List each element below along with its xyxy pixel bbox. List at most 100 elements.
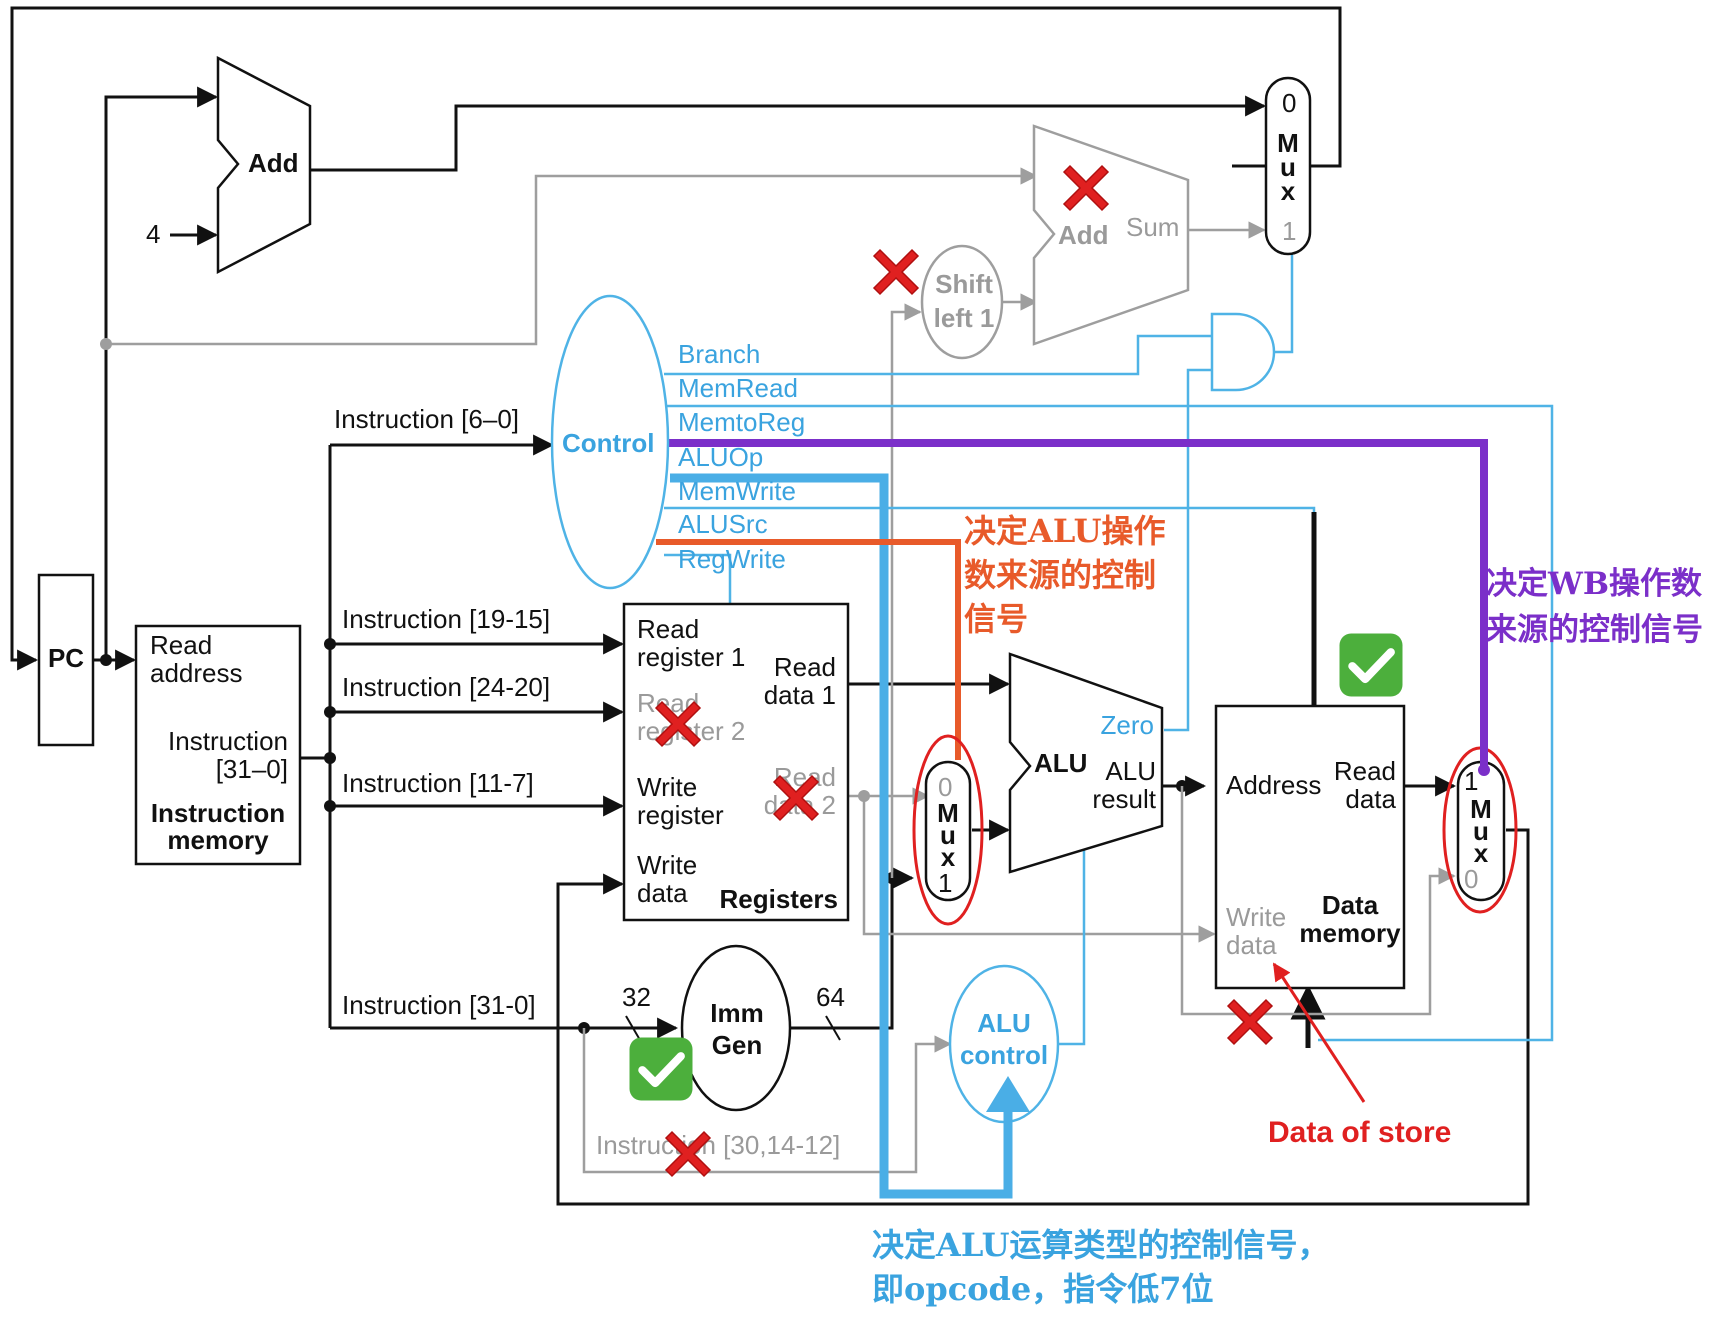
regs-wr-1: Write <box>637 772 697 802</box>
data-memory: Address Read data Write data Data memory <box>1214 704 1406 990</box>
wb-mux-1: 1 <box>1464 766 1478 796</box>
alusrc-mux-1: 1 <box>938 868 952 898</box>
control-signal-labels: Branch MemRead MemtoReg ALUOp MemWrite A… <box>678 339 805 574</box>
annotation-orange-1: 决定ALU操作 <box>964 512 1166 550</box>
wb-mux-m: M <box>1470 794 1492 824</box>
branch-adder-sum: Sum <box>1126 212 1179 242</box>
check-mark-imm-gen <box>630 1038 693 1101</box>
instruction-memory: Read address Instruction [31–0] Instruct… <box>134 624 302 866</box>
shift-label-2: left 1 <box>934 303 995 333</box>
alusrc-highlight <box>656 539 961 760</box>
pc-adder-label: Add <box>248 148 299 178</box>
x-mark-shift <box>873 249 919 295</box>
annotation-purple-1: 决定WB操作数 <box>1486 566 1702 602</box>
check-mark-data-memory <box>1340 634 1403 697</box>
annotation-orange-3: 信号 <box>964 600 1028 638</box>
pc-source-mux: 0 M u x 1 <box>1264 76 1312 256</box>
dmem-read-2: data <box>1345 784 1396 814</box>
signal-aluop: ALUOp <box>678 442 763 472</box>
alusrc-mux-highlight <box>912 734 984 926</box>
imem-title-2: memory <box>167 825 269 855</box>
regs-rd1-1: Read <box>774 652 836 682</box>
instruction-field-labels: Instruction [6–0] Instruction [19-15] In… <box>334 404 840 1160</box>
dmem-title-2: memory <box>1299 918 1401 948</box>
branch-adder-label: Add <box>1058 220 1109 250</box>
signal-branch: Branch <box>678 339 760 369</box>
imem-title-1: Instruction <box>151 798 285 828</box>
field-11-7: Instruction [11-7] <box>342 768 534 798</box>
aluop-arrowhead <box>986 1076 1030 1112</box>
dmem-write-1: Write <box>1226 902 1286 932</box>
alusrc-mux: 0 M u x 1 <box>924 760 972 902</box>
regs-wd-1: Write <box>637 850 697 880</box>
dmem-title-1: Data <box>1322 890 1379 920</box>
imem-read-2: address <box>150 658 243 688</box>
pc-mux-m: M <box>1277 128 1299 158</box>
alu: ALU Zero ALU result <box>1008 652 1164 874</box>
alu-zero: Zero <box>1101 710 1154 740</box>
store-pointer-arrow <box>1272 962 1366 1103</box>
alu-result-2: result <box>1092 784 1156 814</box>
signal-memtoreg: MemtoReg <box>678 407 805 437</box>
annotation-purple-2: 来源的控制信号 <box>1486 612 1703 648</box>
imm-gen: Imm Gen 32 64 <box>622 944 845 1112</box>
control-unit: Control <box>550 294 670 590</box>
purple-end-dot <box>1478 764 1490 776</box>
bits-64: 64 <box>816 982 845 1012</box>
pc-adder: Add <box>216 55 312 275</box>
immgen-label-1: Imm <box>710 998 763 1028</box>
annotations: 决定ALU操作 数来源的控制 信号 决定WB操作数 来源的控制信号 决定ALU运… <box>872 512 1703 1308</box>
dmem-write-2: data <box>1226 930 1277 960</box>
writeback-mux: 1 M u x 0 <box>1456 760 1506 902</box>
regs-rr1-2: register 1 <box>637 642 745 672</box>
regs-title: Registers <box>720 884 839 914</box>
imem-instr-2: [31–0] <box>216 754 288 784</box>
alu-control-1: ALU <box>977 1008 1030 1038</box>
alusrc-mux-u: u <box>940 820 956 850</box>
alusrc-mux-0: 0 <box>938 772 952 802</box>
signal-alusrc: ALUSrc <box>678 509 768 539</box>
field-19-15: Instruction [19-15] <box>342 604 550 634</box>
regs-wd-2: data <box>637 878 688 908</box>
imem-instr-1: Instruction <box>168 726 288 756</box>
black-wires <box>10 6 1530 1206</box>
signal-memwrite: MemWrite <box>678 476 796 506</box>
shift-left-unit: Shift left 1 <box>920 244 1004 360</box>
control-label: Control <box>562 428 654 458</box>
and-gate <box>1210 312 1276 392</box>
wb-mux-u: u <box>1473 816 1489 846</box>
register-file: Read register 1 Read register 2 Write re… <box>622 602 850 922</box>
pc-register: PC <box>37 573 95 747</box>
regs-rd1-2: data 1 <box>764 680 836 710</box>
gray-wires <box>100 167 1456 1174</box>
shift-label-1: Shift <box>935 269 993 299</box>
annotation-store: Data of store <box>1268 1116 1451 1149</box>
alusrc-mux-m: M <box>937 798 959 828</box>
signal-regwrite: RegWrite <box>678 544 786 574</box>
wb-mux-0: 0 <box>1464 864 1478 894</box>
dmem-read-1: Read <box>1334 756 1396 786</box>
bits-32: 32 <box>622 982 651 1012</box>
alu-control-2: control <box>960 1040 1048 1070</box>
regs-rr1-1: Read <box>637 614 699 644</box>
alusrc-mux-x: x <box>941 842 956 872</box>
alu-label: ALU <box>1034 748 1087 778</box>
pc-mux-x: x <box>1281 176 1296 206</box>
dmem-address: Address <box>1226 770 1321 800</box>
signal-memread: MemRead <box>678 373 798 403</box>
regs-wr-2: register <box>637 800 724 830</box>
pc-mux-1: 1 <box>1282 216 1296 246</box>
field-30-14-12: Instruction [30,14-12] <box>596 1130 840 1160</box>
field-31-0: Instruction [31-0] <box>342 990 536 1020</box>
imem-read-1: Read <box>150 630 212 660</box>
constant-four: 4 <box>146 219 160 249</box>
wb-mux-x: x <box>1474 838 1489 868</box>
x-mark-data-memory-write <box>1227 999 1273 1045</box>
annotation-orange-2: 数来源的控制 <box>964 556 1156 594</box>
field-24-20: Instruction [24-20] <box>342 672 550 702</box>
pc-label: PC <box>48 643 84 673</box>
pc-mux-0: 0 <box>1282 88 1296 118</box>
alu-result-1: ALU <box>1105 756 1156 786</box>
alu-control: ALU control <box>948 964 1060 1124</box>
